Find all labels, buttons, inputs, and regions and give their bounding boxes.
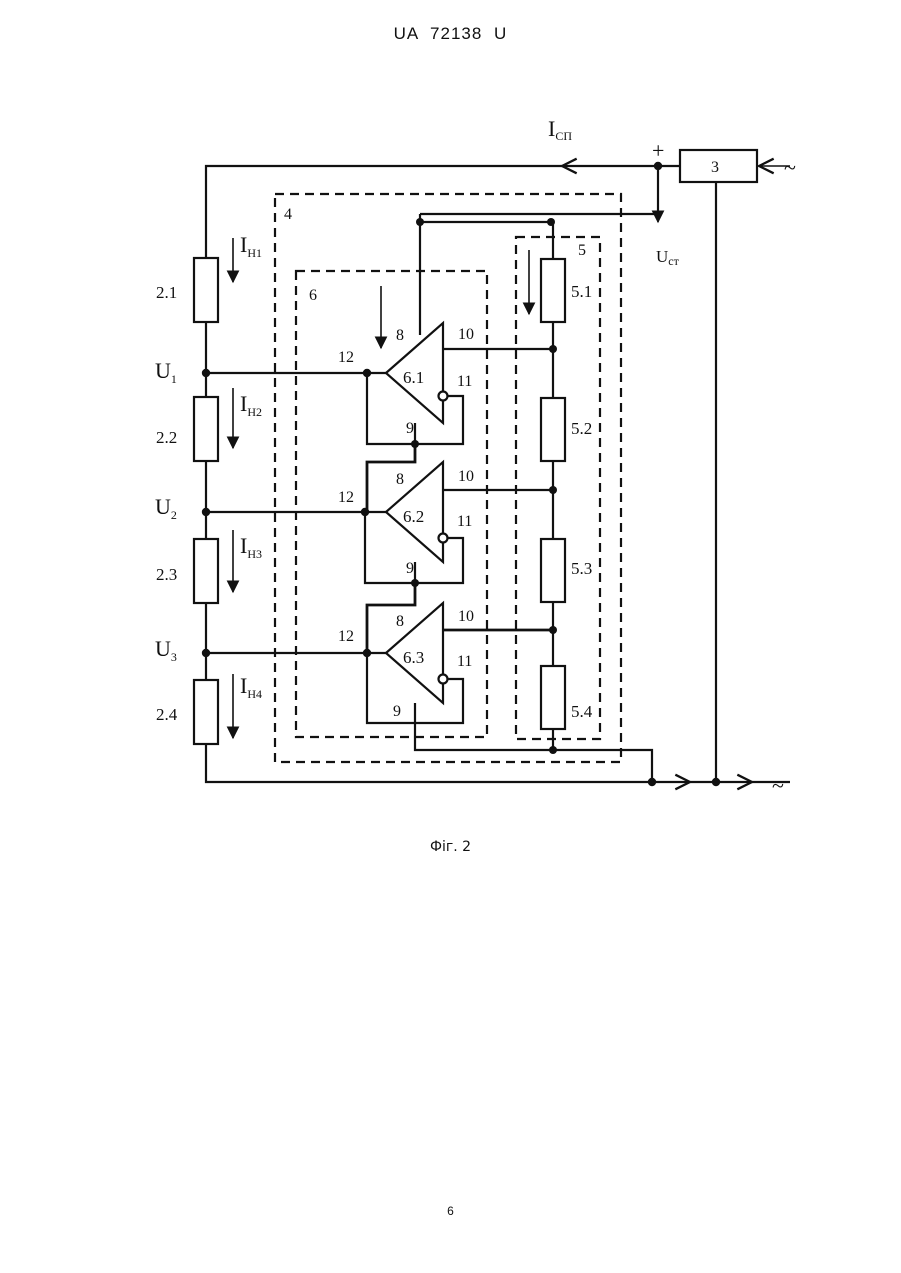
top-rail-wire [206, 166, 658, 258]
amp-6-2-pin-11: 11 [457, 513, 472, 530]
amp-6-1-inverting-marker [439, 392, 448, 401]
resistor-2-4 [194, 680, 218, 744]
i-h4-label: IН4 [240, 673, 262, 701]
resistor-5-1 [541, 259, 565, 322]
i-h2-label: IН2 [240, 391, 262, 419]
u3-label: U3 [155, 636, 177, 664]
amp-6-1-pin-9: 9 [406, 420, 414, 437]
i-sp-label: IСП [548, 116, 572, 143]
resistor-2-2 [194, 397, 218, 461]
amp-6-1-pin-8: 8 [396, 327, 404, 344]
resistor-5-2-label: 5.2 [571, 419, 592, 438]
amp-6-3-inverting-marker [439, 675, 448, 684]
amp-6-2-pin-12: 12 [338, 489, 354, 506]
input-tilde-symbol: ~ [784, 155, 796, 180]
resistor-5-4-label: 5.4 [571, 702, 593, 721]
u2-label: U2 [155, 494, 177, 522]
amplifier-6-3-label: 6.3 [403, 648, 424, 667]
resistor-5-3 [541, 539, 565, 602]
amp-6-3-pin-11: 11 [457, 653, 472, 670]
amplifier-6-1-label: 6.1 [403, 368, 424, 387]
amp-6-1-pin-12: 12 [338, 349, 354, 366]
block-6-label: 6 [309, 287, 317, 304]
u1-label: U1 [155, 358, 177, 386]
divider-return-wire [553, 750, 652, 782]
amp-6-1-pin-11: 11 [457, 373, 472, 390]
return-node-2 [712, 778, 720, 786]
amp-6-3-pin-10: 10 [458, 608, 474, 625]
amp-6-1-pin-10: 10 [458, 326, 474, 343]
amp-6-2-pin-8: 8 [396, 471, 404, 488]
amp-6-3-pin-8: 8 [396, 613, 404, 630]
i-h1-label: IН1 [240, 232, 262, 260]
plus-sign: + [652, 138, 664, 163]
resistor-2-4-label: 2.4 [156, 705, 178, 724]
resistor-5-1-label: 5.1 [571, 282, 592, 301]
page-number: 6 [0, 1204, 901, 1218]
resistor-5-4 [541, 666, 565, 729]
amp-6-3-pin-12: 12 [338, 628, 354, 645]
amp-6-3-pin-9: 9 [393, 703, 401, 720]
i-h3-label: IН3 [240, 533, 262, 561]
resistor-2-2-label: 2.2 [156, 428, 177, 447]
output-tilde-symbol: ~ [772, 773, 784, 798]
figure-caption: Фіг. 2 [0, 839, 901, 855]
resistor-2-3 [194, 539, 218, 603]
resistor-2-1-label: 2.1 [156, 283, 177, 302]
block-3-label: 3 [711, 159, 719, 176]
amp-6-2-pin-10: 10 [458, 468, 474, 485]
amp-6-3-pin9-wire [415, 703, 553, 750]
amplifier-6-2-label: 6.2 [403, 507, 424, 526]
resistor-5-3-label: 5.3 [571, 559, 592, 578]
u-st-label: Uст [656, 247, 680, 268]
amp-6-2-inverting-marker [439, 534, 448, 543]
block-5-label: 5 [578, 242, 586, 259]
block-4-label: 4 [284, 206, 292, 223]
resistor-2-3-label: 2.3 [156, 565, 177, 584]
resistor-2-1 [194, 258, 218, 322]
amp-6-2-pin-9: 9 [406, 560, 414, 577]
resistor-5-2 [541, 398, 565, 461]
